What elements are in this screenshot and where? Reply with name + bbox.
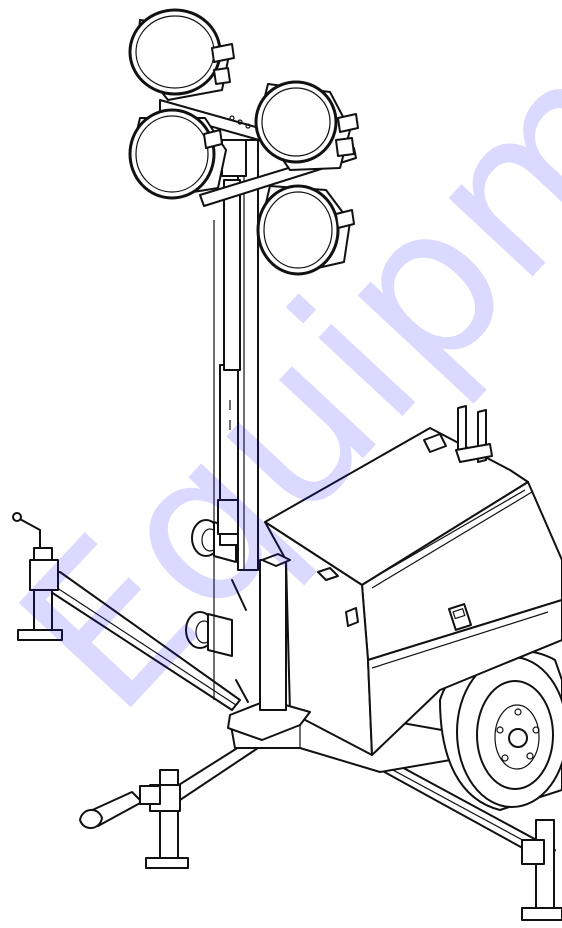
floodlight-bottom-left: [128, 108, 227, 200]
mast-base: [227, 553, 311, 741]
telescopic-mast: [213, 139, 259, 700]
trailer-wheel: [439, 649, 562, 811]
floodlight-top-right: [254, 80, 359, 171]
jack-stand-right: [521, 819, 562, 921]
jack-stand-left: [12, 512, 63, 641]
generator-enclosure: [264, 405, 562, 756]
tow-hitch: [79, 785, 161, 829]
floodlight-bottom-right: [256, 184, 355, 276]
floodlight-top-left: [128, 8, 235, 101]
